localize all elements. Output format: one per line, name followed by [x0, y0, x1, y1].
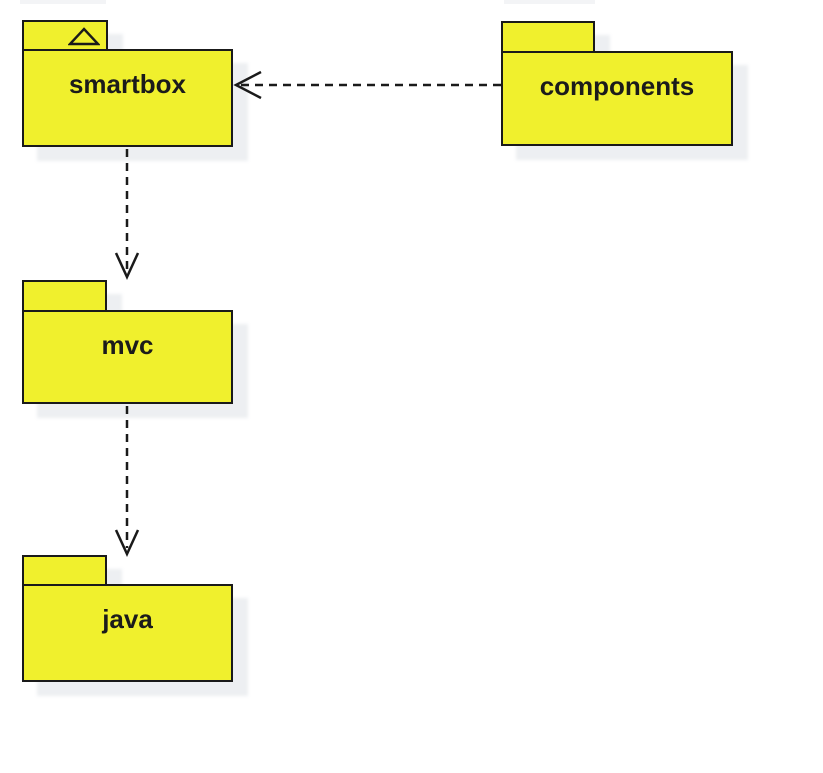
package-body: smartbox	[22, 49, 233, 147]
package-tab	[22, 555, 107, 586]
dependency-arrow-components-to-smartbox	[233, 70, 501, 100]
package-body: mvc	[22, 310, 233, 404]
package-body: components	[501, 51, 733, 146]
package-mvc: mvc	[22, 280, 272, 425]
package-label: components	[539, 71, 695, 101]
package-label: java	[102, 604, 153, 634]
package-tab	[22, 20, 108, 51]
clipped-shadow-artifact	[504, 0, 595, 4]
triangle-icon	[68, 27, 100, 46]
dependency-arrow-smartbox-to-mvc	[114, 149, 140, 281]
package-java: java	[22, 555, 272, 700]
clipped-shadow-artifact	[20, 0, 106, 4]
package-label: smartbox	[68, 69, 187, 99]
open-arrowhead-icon	[114, 252, 140, 281]
package-body: java	[22, 584, 233, 682]
package-tab	[22, 280, 107, 312]
package-label: mvc	[101, 330, 154, 360]
dependency-arrow-mvc-to-java	[114, 406, 140, 558]
package-components: components	[501, 21, 771, 166]
package-smartbox: smartbox	[22, 20, 272, 165]
package-tab	[501, 21, 595, 53]
open-arrowhead-icon	[114, 529, 140, 558]
